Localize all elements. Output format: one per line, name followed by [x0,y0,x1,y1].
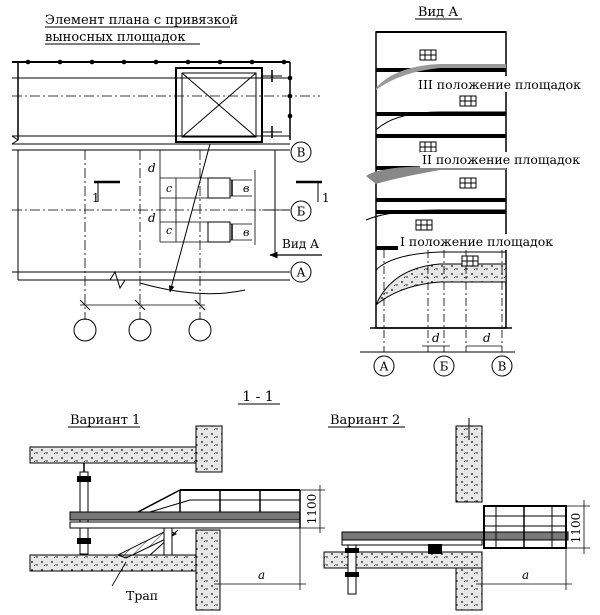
plan-title-line2: выносных площадок [45,30,185,45]
variant1-dim-a: a [258,568,265,582]
elevation-position-1: I положение площадок [400,234,553,249]
svg-text:В: В [498,360,507,374]
variant1-height-dim: 1100 [305,494,319,525]
elevation-dim-d-2: d [483,331,491,345]
variant1-section: Вариант 1 [29,413,325,611]
variant1-ladder [111,527,179,587]
plan-stair-shaft [175,67,282,143]
svg-text:1: 1 [322,191,330,205]
variant2-section: Вариант 2 1100 [323,413,590,611]
elevation-position-2: II положение площадок [422,152,580,167]
svg-text:А: А [379,360,388,374]
elevation-position-3: III положение площадок [418,77,581,92]
svg-text:1: 1 [92,191,100,205]
plan-dim-v-1: в [243,182,249,195]
elevation-platform-profiles [365,64,507,306]
plan-section-mark-right: 1 [296,180,330,205]
plan-axis-b: Б [297,205,306,219]
plan-lower-zone [12,143,290,320]
plan-dim-d-1: d [148,161,156,175]
plan-bottom-axes [73,299,212,342]
plan-section-mark-left: 1 [92,180,120,205]
variant1-title: Вариант 1 [70,413,140,428]
variant1-ladder-label: Трап [126,588,158,603]
elevation-title: Вид А [418,5,458,20]
variant2-dim-a: a [522,568,529,582]
plan-anchor-dots [25,59,293,119]
section-title: 1 - 1 [242,389,273,405]
variant2-railing [483,505,567,549]
plan-dim-v-2: в [243,226,249,239]
plan-title-line1: Элемент плана с привязкой [45,13,238,28]
variant2-height-dim: 1100 [569,513,583,544]
plan-view-a-label: Вид А [282,237,319,251]
plan-dim-c-1: c [166,182,172,195]
plan-building-outline [11,59,320,145]
variant2-title: Вариант 2 [330,413,400,428]
variant1-railing [137,489,301,528]
elevation-view: Вид А [360,5,585,377]
plan-dim-c-2: c [166,224,172,237]
plan-platform-marks [159,150,256,245]
svg-text:Б: Б [440,360,449,374]
plan-view: Элемент плана с привязкой выносных площа… [11,13,330,342]
elevation-windows [415,49,479,267]
plan-axis-a: А [296,266,305,280]
plan-dim-d-2: d [148,211,156,225]
elevation-dim-d-1: d [432,331,440,345]
plan-axis-markers: В Б А [262,141,312,283]
elevation-axis-markers: А Б В [373,355,513,377]
plan-axis-v: В [297,146,306,160]
